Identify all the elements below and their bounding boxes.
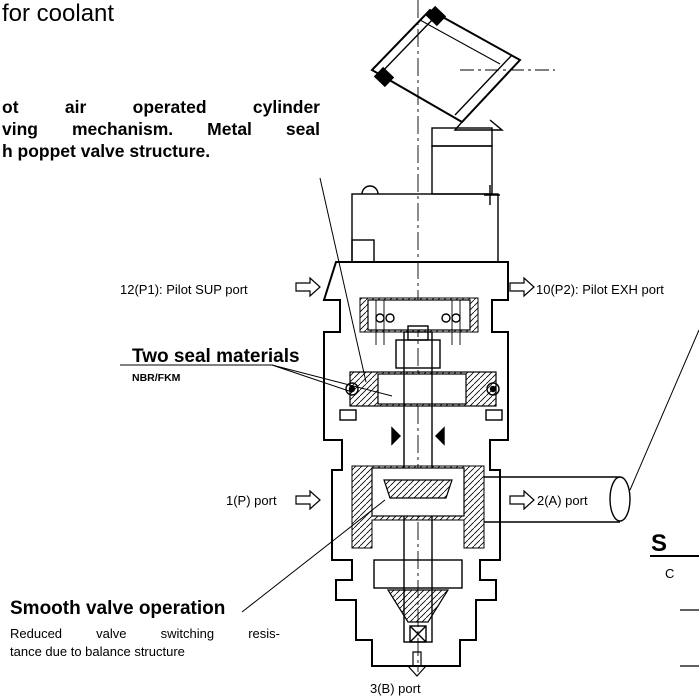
- seal-callout-sub: NBR/FKM: [132, 372, 181, 384]
- port-label-b: 3(B) port: [370, 681, 421, 696]
- pilot-callout: ot air operated cylinder ving mechanism.…: [2, 96, 320, 162]
- pilot-operator-head: [351, 127, 500, 263]
- column-letter: C: [665, 566, 675, 581]
- pipe-icon: [484, 476, 631, 523]
- smooth-callout-desc: Reduced valve switching resis- tance due…: [10, 625, 290, 661]
- seal-callout-title: Two seal materials: [132, 346, 300, 367]
- smooth-callout-title: Smooth valve operation: [10, 598, 226, 619]
- port-label-p: 1(P) port: [226, 493, 277, 508]
- solenoid-coil-icon: [370, 5, 555, 131]
- pilot-callout-line-3: h poppet valve structure.: [2, 141, 211, 161]
- table-rules: [650, 555, 699, 667]
- page-title: for coolant: [2, 0, 115, 27]
- pilot-callout-line-1: ot air operated cylinder: [2, 97, 320, 117]
- port-label-a: 2(A) port: [537, 493, 588, 508]
- smooth-desc-line-2: tance due to balance structure: [10, 644, 185, 659]
- section-letter: S: [651, 530, 668, 557]
- port-arrow-icon: [295, 276, 535, 677]
- smooth-desc-line-1: Reduced valve switching resis-: [10, 626, 280, 641]
- port-label-pilot-sup: 12(P1): Pilot SUP port: [120, 282, 248, 297]
- port-label-pilot-exh: 10(P2): Pilot EXH port: [536, 282, 664, 297]
- valve-body: [322, 261, 509, 667]
- callout-leaders: [120, 177, 699, 613]
- pilot-callout-line-2: ving mechanism. Metal seal: [2, 119, 320, 139]
